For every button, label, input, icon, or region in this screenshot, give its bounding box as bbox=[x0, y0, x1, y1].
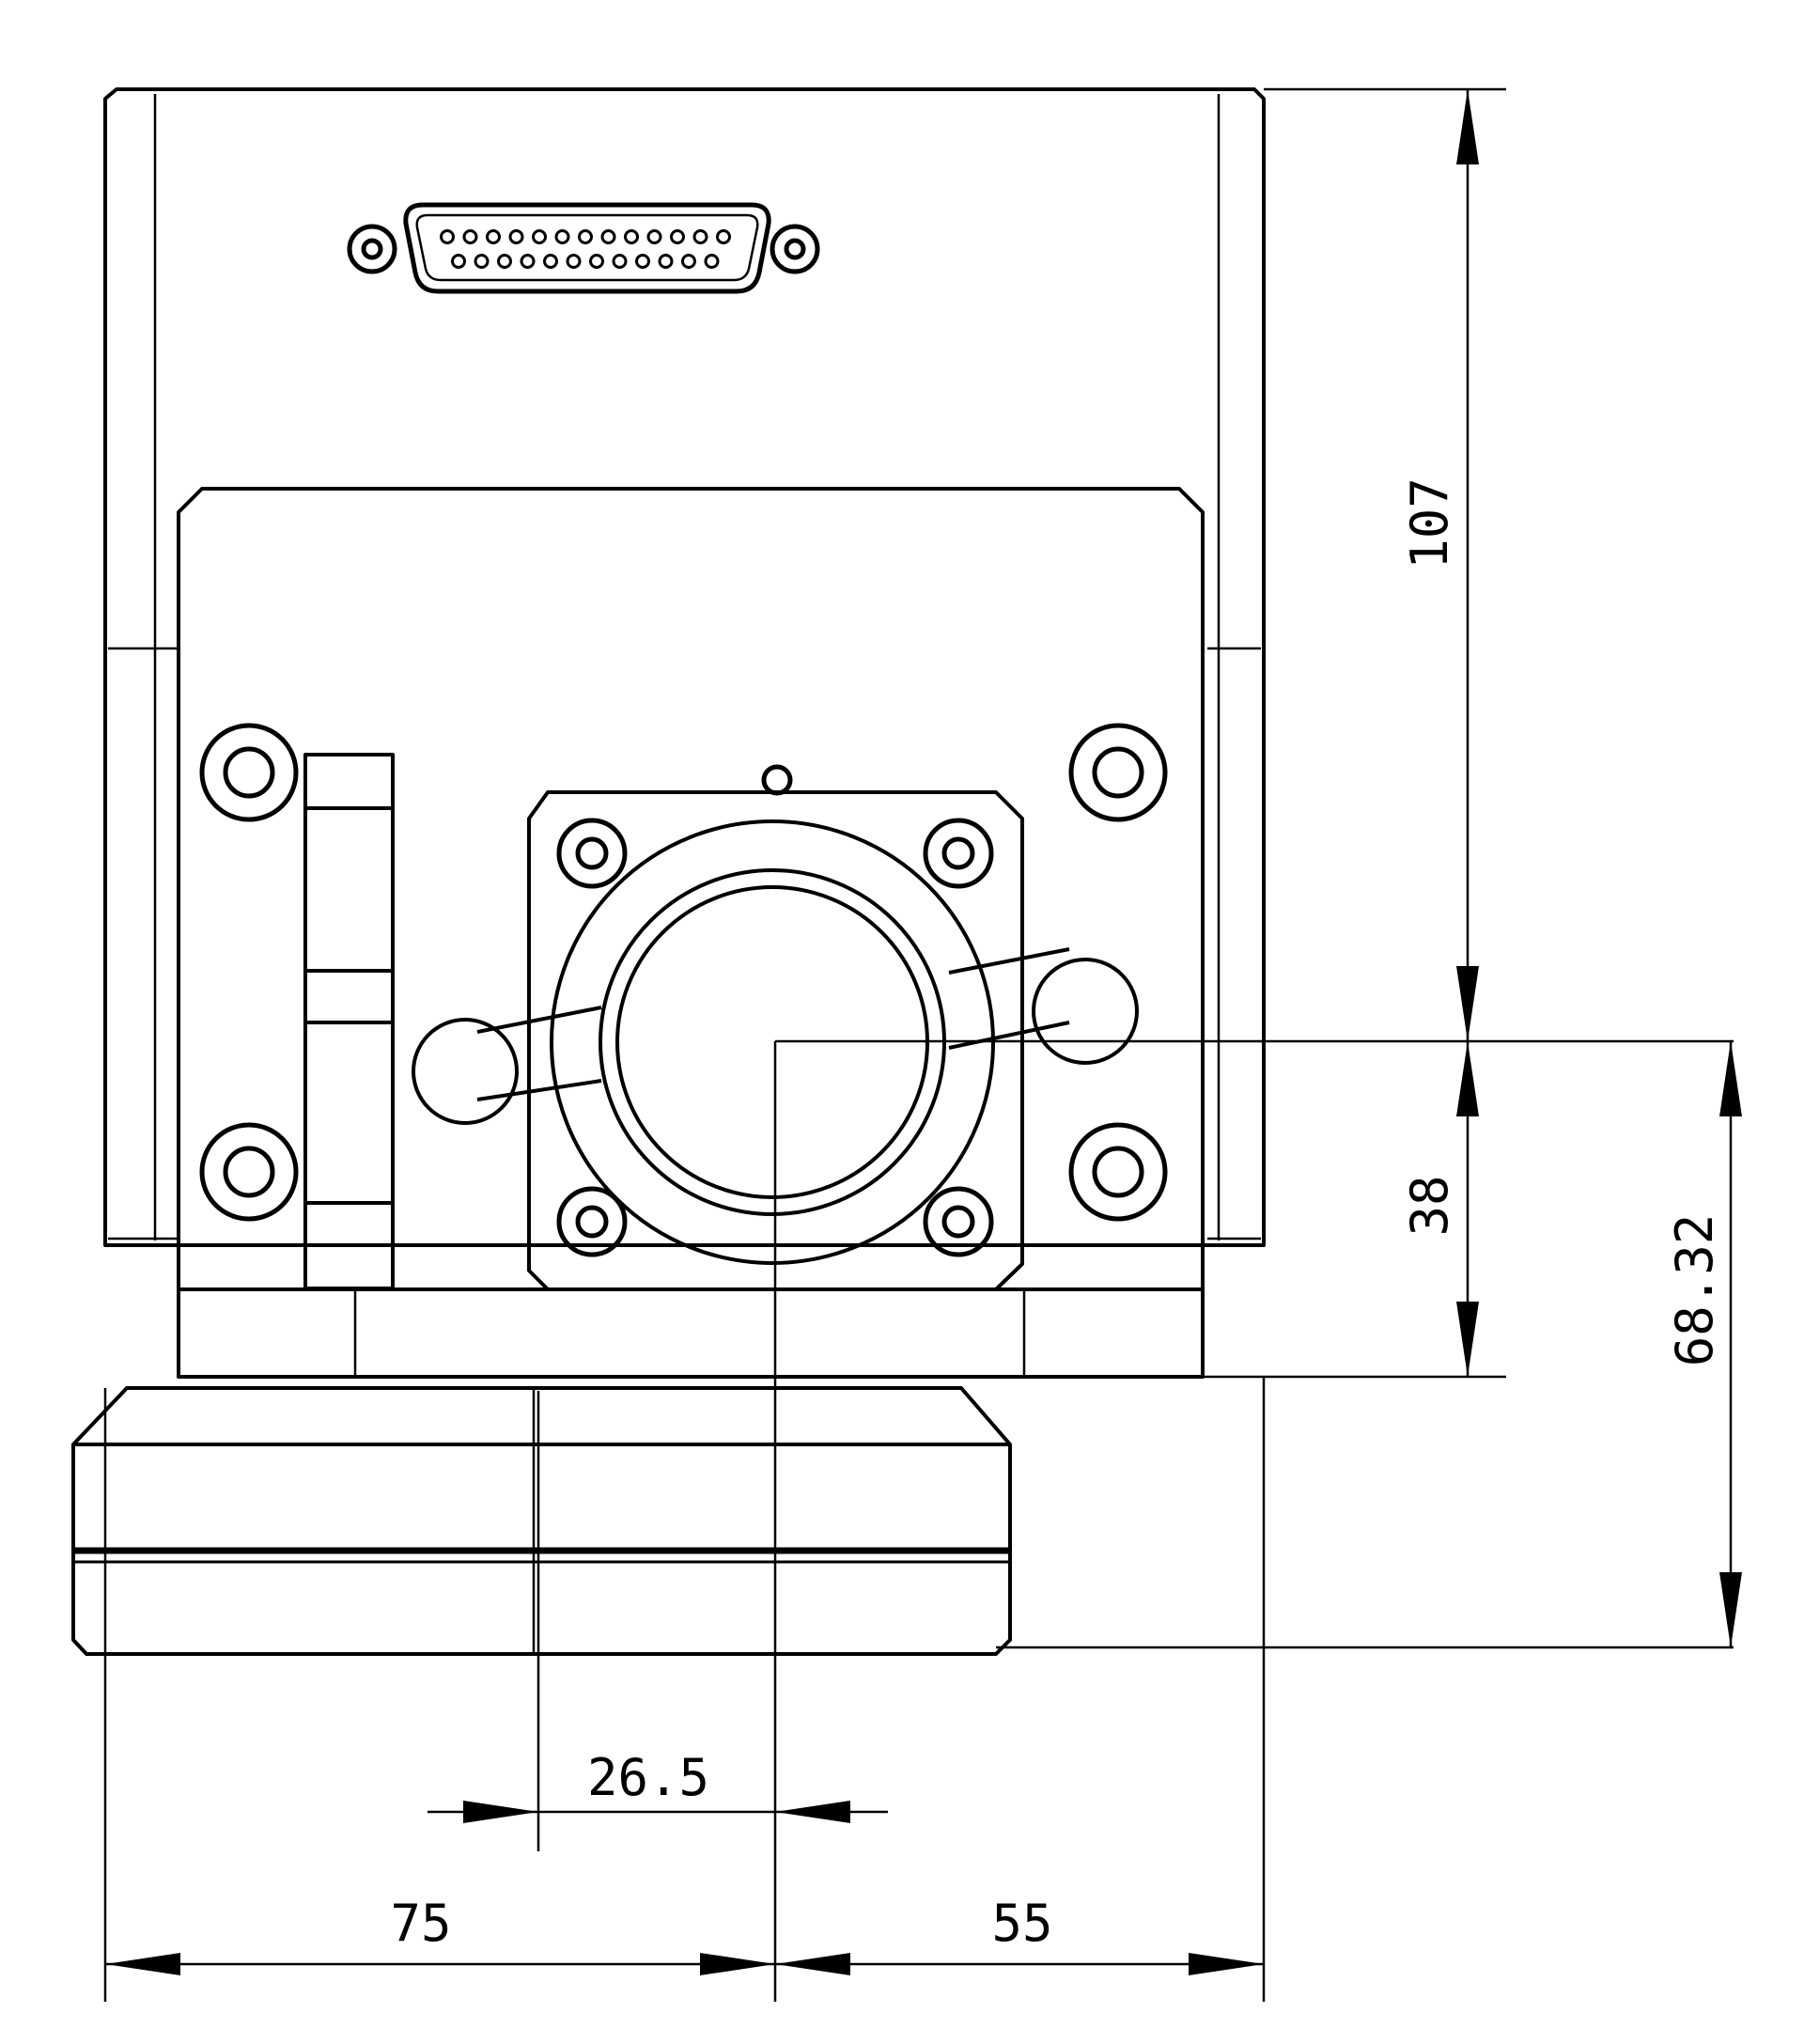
connector-pin-22 bbox=[635, 254, 650, 269]
screw-bottom-right bbox=[1068, 1122, 1168, 1222]
connector-pin-11 bbox=[670, 229, 685, 244]
connector-pin-13 bbox=[716, 229, 731, 244]
connector-pin-6 bbox=[554, 229, 570, 244]
connector-pin-7 bbox=[578, 229, 593, 244]
mount-screw-bl bbox=[556, 1186, 628, 1257]
connector-pin-5 bbox=[532, 229, 547, 244]
connector-pin-2 bbox=[462, 229, 478, 244]
mount-screw-tr bbox=[923, 818, 994, 889]
screw-top-left bbox=[199, 723, 299, 822]
connector-pin-20 bbox=[589, 254, 604, 269]
connector-pin-8 bbox=[600, 229, 616, 244]
dim-height-lower: 38 bbox=[1400, 1175, 1459, 1236]
db25-connector bbox=[347, 202, 820, 294]
connector-pin-23 bbox=[658, 254, 674, 269]
connector-pin-18 bbox=[543, 254, 558, 269]
dim-width-right: 55 bbox=[991, 1894, 1052, 1953]
connector-pin-15 bbox=[474, 254, 490, 269]
connector-pin-1 bbox=[440, 229, 455, 244]
plate-screws bbox=[199, 723, 1168, 1222]
dimension-lines bbox=[103, 87, 1734, 2002]
connector-pin-4 bbox=[508, 229, 524, 244]
mount-screw-tl bbox=[556, 818, 628, 889]
connector-pin-10 bbox=[646, 229, 662, 244]
connector-pin-17 bbox=[520, 254, 536, 269]
dimension-labels: 107 38 68.32 26.5 75 55 bbox=[390, 477, 1724, 1953]
connector-pin-21 bbox=[612, 254, 628, 269]
screw-top-right bbox=[1068, 723, 1168, 822]
connector-pin-24 bbox=[681, 254, 696, 269]
connector-pin-12 bbox=[692, 229, 708, 244]
connector-pin-16 bbox=[497, 254, 512, 269]
dim-height-total: 107 bbox=[1400, 477, 1459, 570]
connector-pin-9 bbox=[624, 229, 639, 244]
dim-width-offset: 26.5 bbox=[587, 1748, 709, 1807]
mount-screw-br bbox=[923, 1186, 994, 1257]
connector-pin-14 bbox=[451, 254, 466, 269]
lens-mount bbox=[412, 764, 1139, 1291]
screw-bottom-left bbox=[199, 1122, 299, 1222]
side-bracket bbox=[303, 753, 395, 1290]
connector-pin-3 bbox=[486, 229, 501, 244]
connector-pin-25 bbox=[704, 254, 720, 269]
dimension-arrows bbox=[105, 89, 1742, 1975]
connector-pin-19 bbox=[566, 254, 582, 269]
housing-outer bbox=[103, 87, 1266, 1247]
bottom-lens bbox=[71, 1386, 1012, 1656]
dim-width-left: 75 bbox=[390, 1894, 451, 1953]
dim-height-offset: 68.32 bbox=[1665, 1214, 1724, 1367]
